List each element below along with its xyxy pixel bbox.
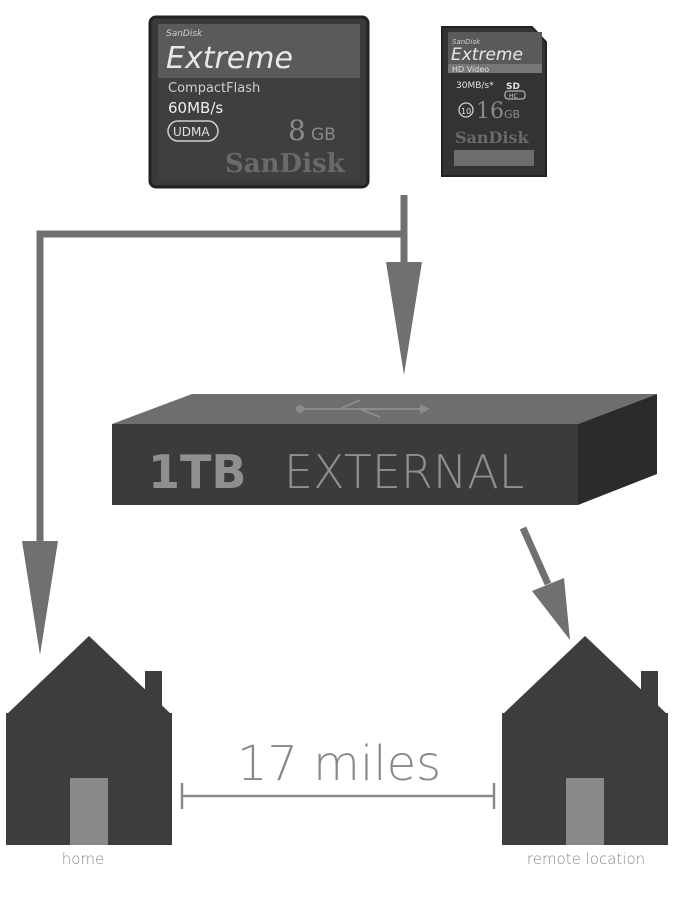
remote-door xyxy=(566,778,604,845)
sd-product-name: Extreme xyxy=(451,45,523,65)
arrow-cards-to-home xyxy=(22,230,404,655)
sd-logo-sub-outline xyxy=(504,90,526,100)
cf-capacity-number: 8 xyxy=(288,114,306,147)
cf-badge-outline xyxy=(167,120,219,142)
home-door xyxy=(70,778,108,845)
distance-bar xyxy=(180,783,496,809)
sd-card: SanDisk Extreme HD Video 30MB/s* SD HC 1… xyxy=(441,26,547,177)
usb-icon xyxy=(296,399,430,418)
external-drive: 1TB EXTERNAL xyxy=(112,394,657,505)
arrow-drive-to-remote xyxy=(519,526,570,640)
cf-brand-small: SanDisk xyxy=(166,29,203,39)
sd-capacity-unit: GB xyxy=(504,108,520,121)
remote-location-label: remote location xyxy=(527,850,645,868)
sd-class: 10 xyxy=(461,107,471,116)
cf-product-name: Extreme xyxy=(166,41,293,76)
sd-brand-small: SanDisk xyxy=(452,38,481,46)
sd-speed: 30MB/s* xyxy=(456,81,494,91)
sd-label-strip xyxy=(454,150,534,166)
sd-capacity-number: 16 xyxy=(476,99,504,124)
home-label: home xyxy=(62,850,105,868)
home-house-icon xyxy=(6,636,172,845)
sd-logo-sub: HC xyxy=(509,93,518,100)
sd-class-circle xyxy=(458,102,474,118)
drive-label: EXTERNAL xyxy=(284,445,524,499)
compactflash-card: SanDisk Extreme CompactFlash 60MB/s UDMA… xyxy=(148,15,370,189)
cf-type: CompactFlash xyxy=(168,81,260,96)
cf-speed: 60MB/s xyxy=(168,99,223,117)
cf-capacity-unit: GB xyxy=(311,125,336,145)
remote-house-icon xyxy=(502,636,668,845)
drive-capacity: 1TB xyxy=(148,445,246,499)
distance-label: 17 miles xyxy=(237,736,441,792)
sd-logo: SD xyxy=(506,82,520,92)
sd-subtitle: HD Video xyxy=(452,65,489,74)
arrow-cards-to-drive xyxy=(386,195,422,375)
cf-brand: SanDisk xyxy=(225,149,346,179)
cf-badge: UDMA xyxy=(173,125,210,139)
sd-brand: SanDisk xyxy=(455,128,530,147)
